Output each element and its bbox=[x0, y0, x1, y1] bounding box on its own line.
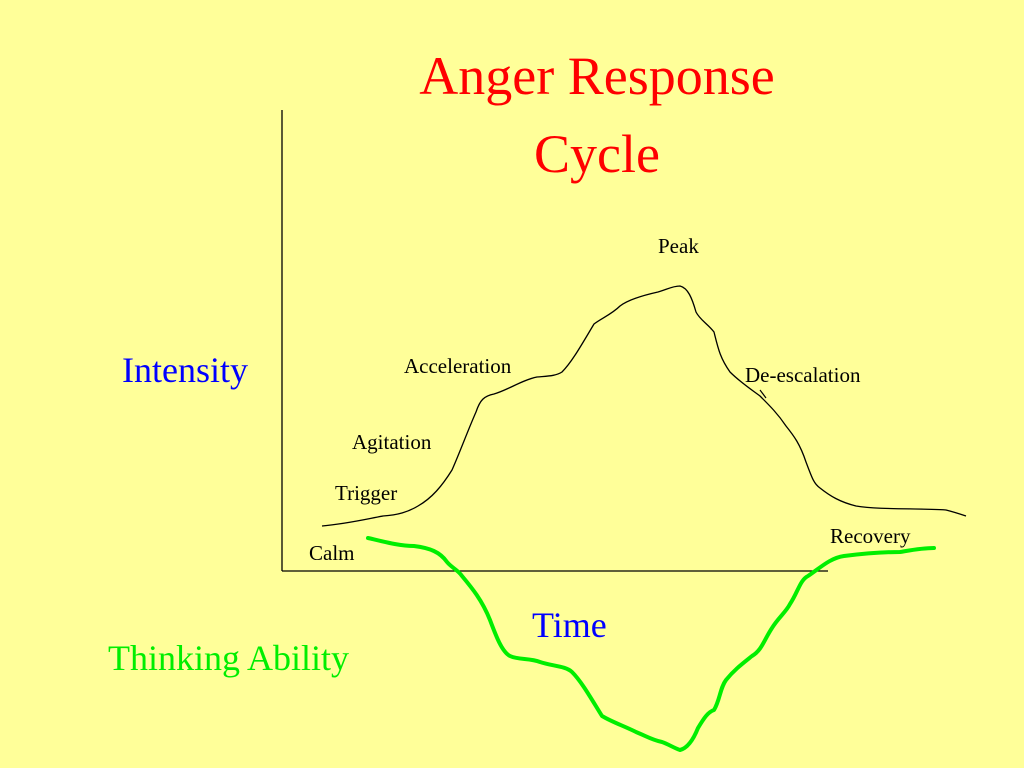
intensity-curve-tick bbox=[759, 389, 767, 399]
stage-label-calm: Calm bbox=[309, 541, 355, 565]
stage-label-trigger: Trigger bbox=[335, 481, 398, 505]
stage-label-peak: Peak bbox=[658, 234, 699, 258]
thinking-ability-label: Thinking Ability bbox=[108, 638, 350, 678]
diagram-title-line-1: Anger Response bbox=[419, 46, 775, 106]
stage-label-recovery: Recovery bbox=[830, 524, 911, 548]
y-axis-label: Intensity bbox=[122, 350, 248, 390]
x-axis-label: Time bbox=[532, 605, 607, 645]
stage-label-de-escalation: De-escalation bbox=[745, 363, 861, 387]
diagram-title-line-2: Cycle bbox=[534, 124, 660, 184]
intensity-curve bbox=[321, 285, 967, 527]
stage-label-acceleration: Acceleration bbox=[404, 354, 512, 378]
stage-label-agitation: Agitation bbox=[352, 430, 432, 454]
thinking-ability-curve bbox=[366, 536, 936, 752]
